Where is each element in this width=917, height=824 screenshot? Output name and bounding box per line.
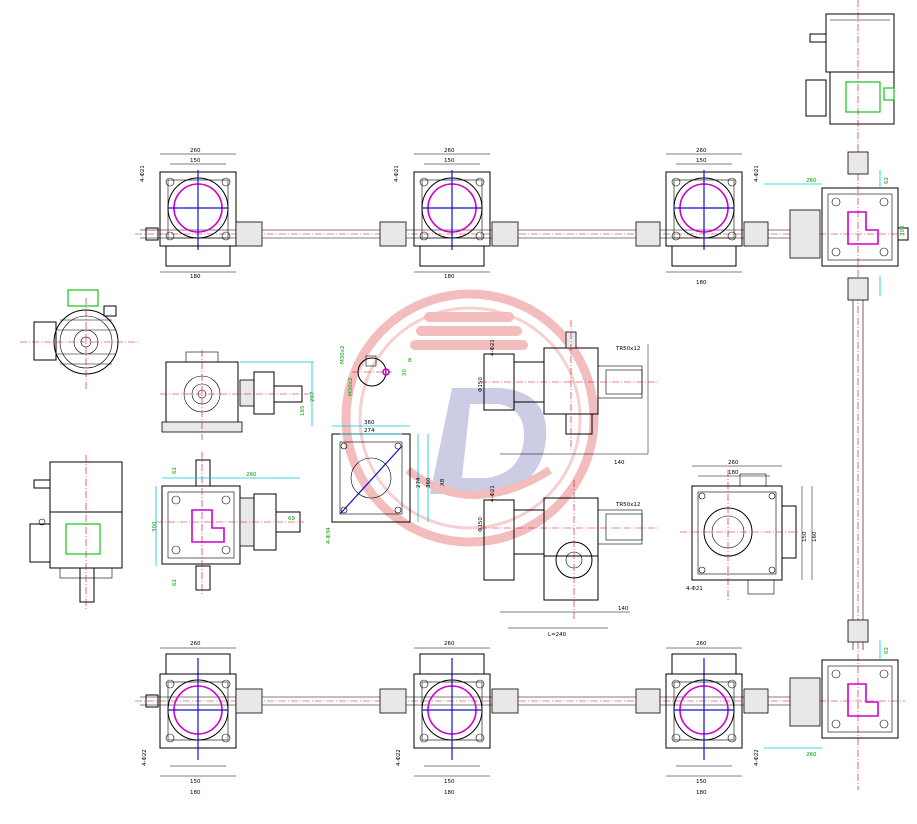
dim-right-front-a: 150 [802,531,808,542]
hole-note-bottom-1: 4-Φ22 [142,749,148,766]
couplings-bottom [145,688,769,714]
dim-top-3-overall: 260 [696,148,707,154]
right-angle-gearbox-upper [764,170,909,296]
hole-note-flange: 4-Φ34 [326,527,332,544]
watermark-logo [341,289,599,547]
gearbox-top-view-left [155,452,304,596]
dim-bottom-2-base: 180 [444,790,455,796]
dim-jack-upper-hole: 4-Φ21 [490,339,496,356]
hole-note-bottom-2: 4-Φ22 [396,749,402,766]
dim-key-width: 8 [408,358,412,364]
hole-note-top-3: 4-Φ21 [754,165,760,182]
dim-right-upper-side: 62 [884,177,890,184]
dim-right-upper-height: 300 [900,225,906,236]
motor-side-view [29,455,123,610]
dim-top-2-base: 180 [444,274,455,280]
dim-right-front-b: 160 [812,531,818,542]
coupling-top-2 [379,221,519,247]
dim-jack-upper-dia: Φ150 [478,377,484,392]
gearbox-top-2 [413,153,491,273]
dim-bottom-3-overall: 260 [696,641,707,647]
dim-jack-upper-stroke: 140 [614,460,625,466]
gearbox-bottom-3 [665,647,743,777]
dim-top-3-inner: 150 [696,158,707,164]
dim-bottom-1-base: 180 [190,790,201,796]
dim-top-2-inner: 150 [444,158,455,164]
hole-note-bottom-3: 4-Φ22 [754,749,760,766]
dim-left-width: 260 [246,472,257,478]
right-angle-gearbox-lower [764,640,899,749]
dim-flange-side-a: 274 [416,477,422,488]
dim-key-b: M30x2 [348,378,354,397]
dim-top-1-base: 180 [190,274,201,280]
dim-flange-inner: 274 [364,428,375,434]
dim-right-upper-width: 260 [806,178,817,184]
dim-side-height: 207 [310,391,316,402]
dim-jack-lower-total: L=240 [548,632,567,638]
coupling-top-1 [145,221,263,247]
coupling-top-3 [635,221,769,247]
dim-bottom-1-inner: 150 [190,779,201,785]
hole-note-top-1: 4-Φ21 [140,165,146,182]
dim-left-a: 62 [172,467,178,474]
dim-top-1-inner: 150 [190,158,201,164]
screw-jack-upper [480,320,660,455]
dim-top-1-overall: 260 [190,148,201,154]
hole-note-top-2: 4-Φ21 [394,165,400,182]
gearbox-bottom-1 [159,647,237,777]
gearbox-top-3 [665,153,743,273]
dim-bottom-3-base: 180 [696,790,707,796]
key-detail [352,355,392,387]
dim-bottom-2-overall: 260 [444,641,455,647]
dim-top-2-overall: 260 [444,148,455,154]
gearbox-side-view [160,350,314,440]
dim-right-lower-width: 260 [806,752,817,758]
dim-jack-lower-hole: 4-Φ21 [490,485,496,502]
dim-jack-upper-thread: TR50x12 [615,346,640,352]
screw-jack-lower [480,480,660,629]
dim-jack-lower-dia: Φ150 [478,517,484,532]
dim-top-3-base: 180 [696,280,707,286]
dim-jack-lower-len: 140 [618,606,629,612]
dim-side-shaft: 165 [300,405,306,416]
dim-bottom-1-overall: 260 [190,641,201,647]
motor-end-view [20,289,140,390]
dim-jack-lower-thread: TR50x12 [615,502,640,508]
dim-key-a: M30x2 [340,346,346,365]
flange-plate [331,425,429,523]
dim-flange-x: X8 [440,478,446,486]
gearbox-top-1 [159,153,237,273]
dim-flange-top: 360 [364,420,375,426]
dim-right-front-hole: 4-Φ21 [686,586,703,592]
dim-right-front-inner: 180 [728,470,739,476]
motor-top-right [805,0,895,150]
dim-left-c: 300 [152,521,158,532]
dim-flange-side-b: 360 [426,477,432,488]
dim-left-d: 69 [288,516,295,522]
dim-key-slot: 30 [402,369,408,376]
shaft-vertical [852,150,864,790]
dim-bottom-3-inner: 150 [696,779,707,785]
dim-bottom-2-inner: 150 [444,779,455,785]
gearbox-front-view-right [680,465,813,600]
dim-right-lower-side: 62 [884,647,890,654]
dim-left-b: 62 [172,579,178,586]
dim-right-front-top: 260 [728,460,739,466]
coupling-right-upper [847,151,869,643]
gearbox-bottom-2 [413,647,491,777]
